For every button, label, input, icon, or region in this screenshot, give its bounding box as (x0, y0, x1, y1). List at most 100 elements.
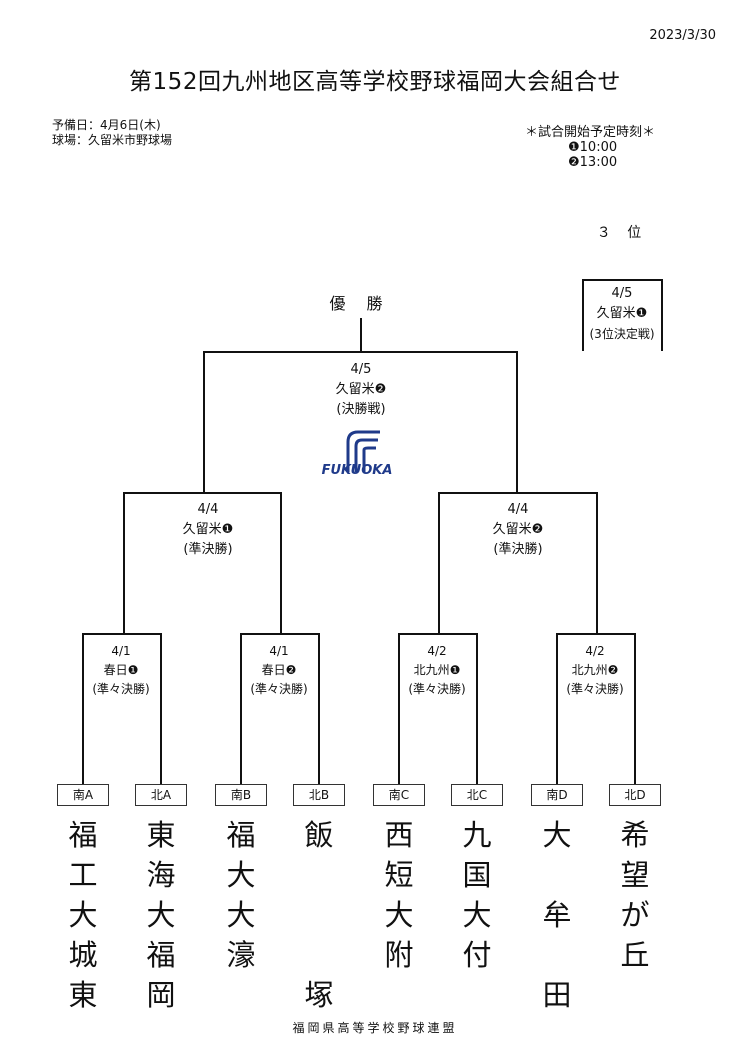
team-name-char: 国 (462, 858, 492, 892)
team-name-char: 大 (462, 898, 492, 932)
seed-box: 南A (57, 784, 109, 806)
team-name-char: 附 (384, 938, 414, 972)
semi1-slot: 久留米❶ (182, 522, 234, 537)
team-name-char: 福 (68, 818, 98, 852)
final-horizontal-line (203, 351, 518, 353)
qf3-date: 4/2 (427, 644, 447, 658)
final-right-drop (516, 351, 518, 493)
seed-box: 南D (531, 784, 583, 806)
start-time-1: ❶10:00 (568, 140, 618, 155)
third-top-line (582, 279, 663, 281)
third-place-round: (3位決定戦) (589, 327, 655, 341)
qf4-slot: 北九州❷ (571, 663, 619, 677)
qf2-left-drop (240, 633, 242, 784)
qf2-slot: 春日❷ (261, 663, 297, 677)
team-name-char (299, 935, 339, 975)
team-name-char: 丘 (620, 938, 650, 972)
team-name-char: 福 (146, 938, 176, 972)
qf2-match-info: 4/1 春日❷ (準々決勝) (250, 642, 307, 699)
team-name-char: 付 (462, 938, 492, 972)
qf2-date: 4/1 (269, 644, 289, 658)
logo-curve-outer (346, 430, 380, 472)
reserve-day: 予備日：4月6日(木) (52, 118, 161, 132)
qf1-round: (準々決勝) (92, 682, 150, 696)
qf1-date: 4/1 (111, 644, 131, 658)
team-name-char: 飯 (304, 818, 334, 852)
team-name-char: 九 (462, 818, 492, 852)
third-place-date: 4/5 (611, 286, 633, 301)
semi2-round: (準決勝) (493, 542, 543, 557)
winner-label: 優 勝 (329, 294, 391, 313)
team-name: 東海大福岡 (141, 815, 181, 1015)
team-name-char: 海 (146, 858, 176, 892)
team-name-char: 大 (384, 898, 414, 932)
third-place-label: ３ 位 (596, 225, 648, 241)
footer-organization: 福岡県高等学校野球連盟 (292, 1021, 458, 1035)
semi2-slot: 久留米❷ (492, 522, 544, 537)
start-time-2: ❷13:00 (568, 155, 618, 170)
semi1-horizontal-line (123, 492, 282, 494)
team-name-char: 東 (68, 978, 98, 1012)
team-name: 希望が丘 (615, 815, 655, 975)
final-slot: 久留米❷ (335, 382, 387, 397)
logo-curve-inner (354, 438, 378, 472)
team-name-char (537, 855, 577, 895)
qf1-horizontal-line (82, 633, 162, 635)
final-left-drop (203, 351, 205, 493)
seed-box: 南C (373, 784, 425, 806)
final-round: (決勝戦) (336, 402, 386, 417)
team-name-char: 濠 (226, 938, 256, 972)
logo-curve-core (362, 446, 376, 472)
qf4-left-drop (556, 633, 558, 784)
seed-box: 北C (451, 784, 503, 806)
third-left-drop (582, 279, 584, 351)
semi1-date: 4/4 (197, 502, 219, 517)
qf4-date: 4/2 (585, 644, 605, 658)
seed-box: 北D (609, 784, 661, 806)
page-title: 第152回九州地区高等学校野球福岡大会組合せ (129, 69, 621, 95)
team-name-char: 城 (68, 938, 98, 972)
qf4-horizontal-line (556, 633, 636, 635)
team-name: 福大大濠 (221, 815, 261, 975)
team-name: 九国大付 (457, 815, 497, 975)
qf4-round: (準々決勝) (566, 682, 624, 696)
team-name-char: 田 (542, 978, 572, 1012)
semi1-right-drop (280, 492, 282, 634)
final-match-info: 4/5 久留米❷ (決勝戦) (336, 360, 387, 420)
team-name: 福工大城東 (63, 815, 103, 1015)
team-name-char: 希 (620, 818, 650, 852)
venue: 球場：久留米市野球場 (52, 133, 173, 147)
seed-box: 北A (135, 784, 187, 806)
qf3-round: (準々決勝) (408, 682, 466, 696)
qf3-right-drop (476, 633, 478, 784)
document-date: 2023/3/30 (649, 28, 716, 43)
semi1-left-drop (123, 492, 125, 634)
team-name-char: 岡 (146, 978, 176, 1012)
qf3-match-info: 4/2 北九州❶ (準々決勝) (408, 642, 465, 699)
team-name-char: 大 (226, 898, 256, 932)
team-name-char: が (620, 898, 650, 932)
qf3-left-drop (398, 633, 400, 784)
third-right-drop (661, 279, 663, 351)
team-name-char: 西 (384, 818, 414, 852)
start-times-heading: ＊試合開始予定時刻＊ (524, 125, 655, 140)
qf3-slot: 北九州❶ (413, 663, 461, 677)
qf4-match-info: 4/2 北九州❷ (準々決勝) (566, 642, 623, 699)
qf1-slot: 春日❶ (103, 663, 139, 677)
qf2-right-drop (318, 633, 320, 784)
team-name-char (299, 895, 339, 935)
seed-box: 北B (293, 784, 345, 806)
semi2-left-drop (438, 492, 440, 634)
team-name-char: 大 (68, 898, 98, 932)
qf4-right-drop (634, 633, 636, 784)
third-place-slot: 久留米❶ (596, 306, 648, 321)
semi1-match-info: 4/4 久留米❶ (準決勝) (183, 500, 234, 560)
qf1-left-drop (82, 633, 84, 784)
team-name-char: 短 (384, 858, 414, 892)
qf1-right-drop (160, 633, 162, 784)
qf1-match-info: 4/1 春日❶ (準々決勝) (92, 642, 149, 699)
team-name: 西短大附 (379, 815, 419, 975)
team-name-char: 東 (146, 818, 176, 852)
semi2-horizontal-line (438, 492, 598, 494)
qf2-round: (準々決勝) (250, 682, 308, 696)
